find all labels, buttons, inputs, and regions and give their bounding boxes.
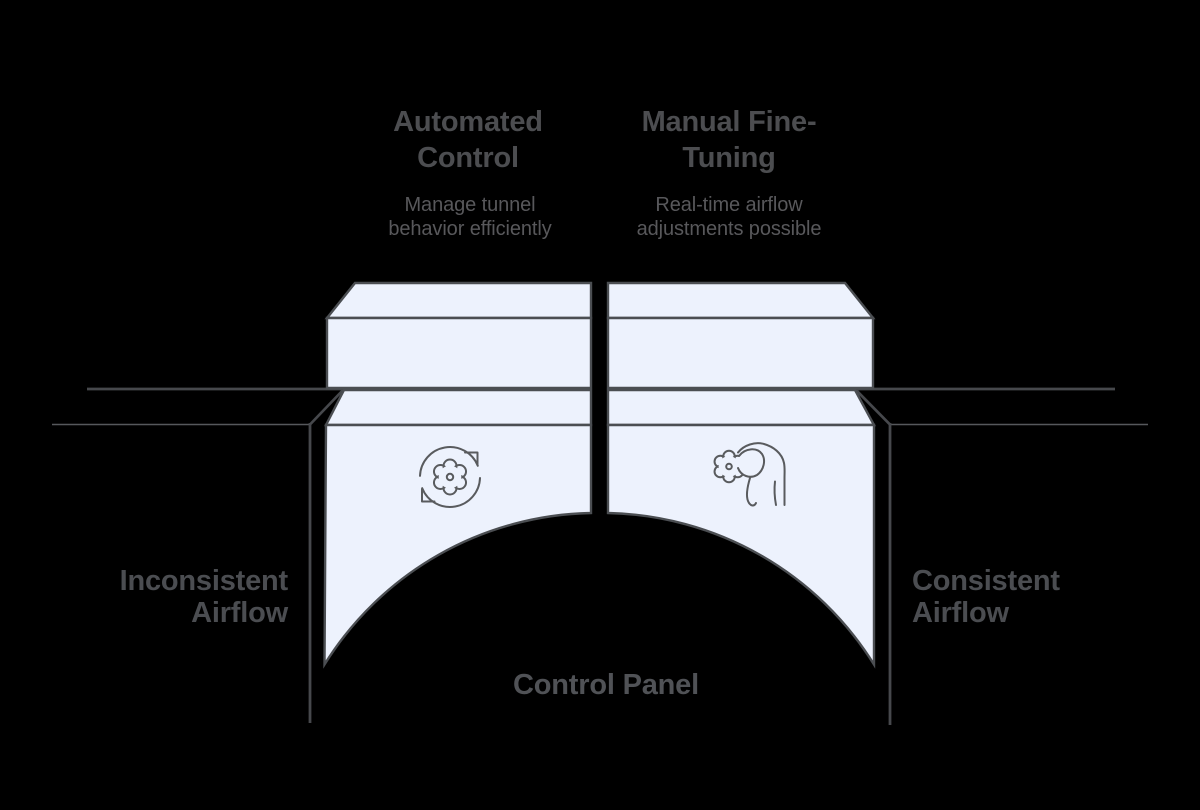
- gear-glyph: [713, 449, 745, 484]
- sync-arrows: [419, 446, 481, 508]
- right-top-box-front-face: [606, 316, 875, 390]
- inconsistent-airflow-label: Inconsistent Airflow: [119, 565, 289, 629]
- right-top-box-top-face: [606, 281, 876, 320]
- automated-control-panel-half: [323, 281, 593, 669]
- tunnel-ceiling-lines: [52, 387, 1148, 725]
- gear-glyph: [432, 458, 468, 496]
- slot-edge-right: [854, 388, 891, 426]
- left-bottom-box-top-face: [324, 388, 593, 427]
- left-top-box-front-face: [325, 316, 593, 390]
- hand-glyph: [737, 442, 786, 507]
- slot-edge-left: [309, 388, 345, 426]
- control-panel-label: Control Panel: [513, 669, 699, 701]
- manual-tuning-panel-half: [606, 281, 877, 669]
- sync-gear-icon: [419, 446, 481, 508]
- right-bottom-box-top-face: [606, 388, 877, 427]
- hand-adjust-gear-icon: [713, 442, 786, 507]
- right-bottom-box-front-face: [606, 423, 876, 669]
- left-bottom-box-front-face: [323, 423, 593, 669]
- consistent-airflow-label: Consistent Airflow: [912, 565, 1060, 629]
- left-top-box-top-face: [324, 281, 593, 320]
- right-column-subtitle: Real-time airflow adjustments possible: [636, 194, 822, 240]
- right-column-title: Manual Fine-Tuning: [641, 106, 817, 174]
- left-column-title: Automated Control: [393, 106, 543, 174]
- left-column-subtitle: Manage tunnel behavior efficiently: [388, 194, 552, 240]
